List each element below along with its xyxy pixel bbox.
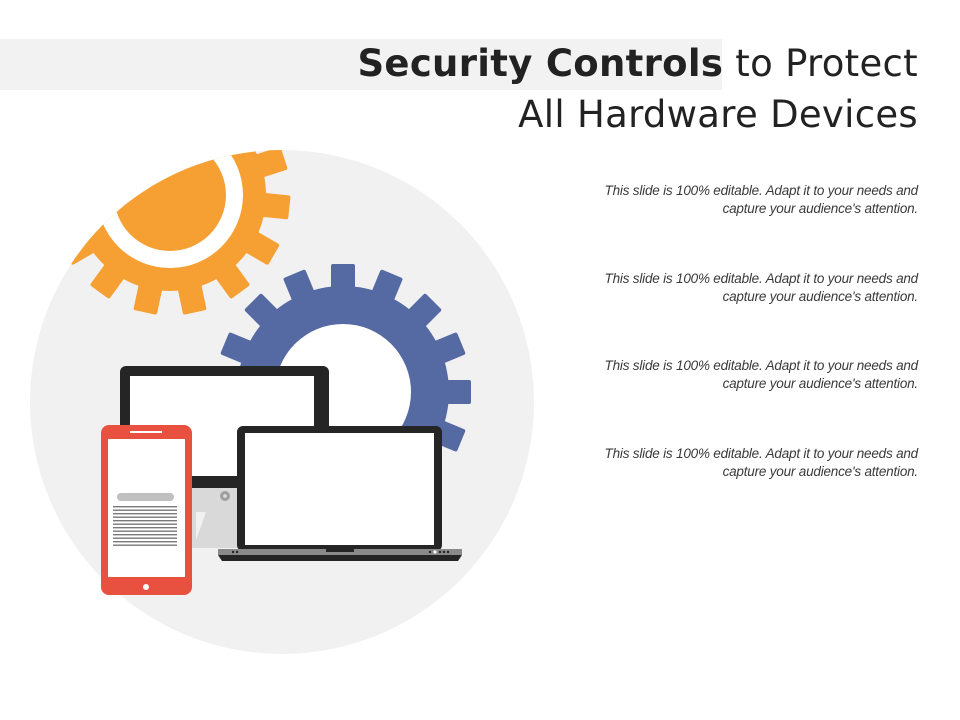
title-line-2: All Hardware Devices bbox=[518, 93, 918, 136]
title-line-1: Security Controls to Protect bbox=[357, 38, 918, 89]
laptop-icon bbox=[218, 426, 462, 561]
note-item-2: This slide is 100% editable. Adapt it to… bbox=[558, 270, 919, 358]
note-item-4: This slide is 100% editable. Adapt it to… bbox=[558, 445, 919, 533]
note-line: This slide is 100% editable. Adapt it to… bbox=[604, 445, 919, 461]
note-item-3: This slide is 100% editable. Adapt it to… bbox=[558, 357, 919, 445]
note-line: capture your audience's attention. bbox=[722, 288, 919, 304]
note-line: capture your audience's attention. bbox=[722, 376, 919, 391]
title-bold-part: Security Controls bbox=[357, 42, 724, 85]
note-line: capture your audience's attention. bbox=[722, 201, 919, 216]
note-item-1: This slide is 100% editable. Adapt it to… bbox=[558, 182, 919, 270]
title-regular-part: to Protect bbox=[723, 42, 918, 85]
note-line: This slide is 100% editable. Adapt it to… bbox=[604, 358, 919, 373]
slide-title: Security Controls to Protect All Hardwar… bbox=[357, 38, 918, 140]
note-line: capture your audience's attention. bbox=[722, 463, 919, 479]
notes-list: This slide is 100% editable. Adapt it to… bbox=[558, 182, 919, 533]
note-line: This slide is 100% editable. Adapt it to… bbox=[604, 270, 919, 286]
title-highlight-band bbox=[0, 39, 722, 90]
note-line: This slide is 100% editable. Adapt it to… bbox=[604, 183, 919, 198]
smartphone-icon bbox=[101, 425, 192, 595]
